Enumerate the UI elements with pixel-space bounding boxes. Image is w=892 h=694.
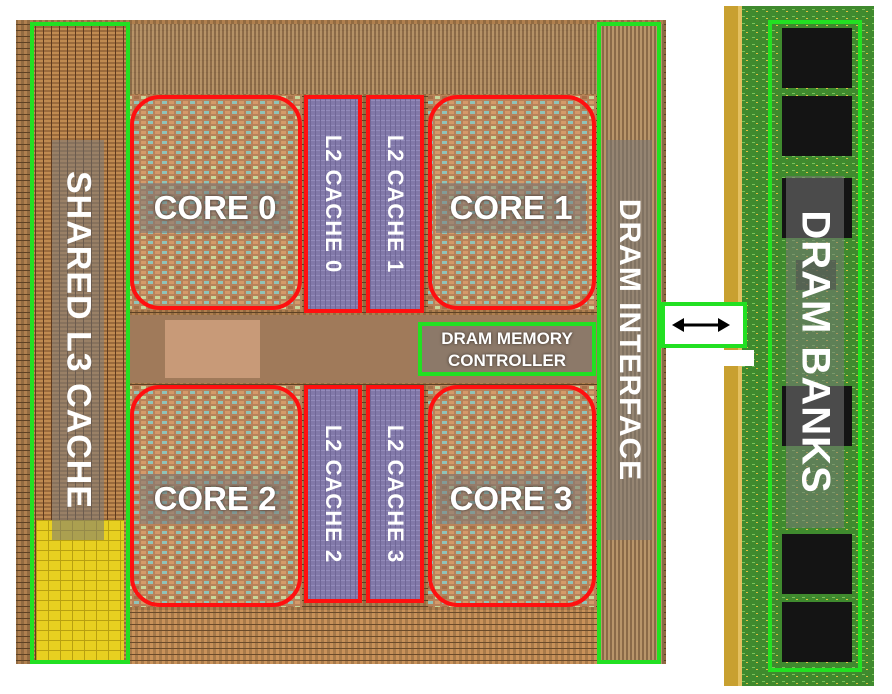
shared-l3-label: SHARED L3 CACHE bbox=[59, 170, 98, 510]
dram-interface-backdrop: DRAM INTERFACE bbox=[606, 140, 652, 540]
l2-cache-0: L2 CACHE 0 bbox=[304, 95, 362, 313]
core-2-label: CORE 2 bbox=[140, 474, 290, 524]
core-1 bbox=[428, 95, 596, 310]
dram-banks-region bbox=[768, 20, 862, 672]
memory-controller-line-2: CONTROLLER bbox=[447, 351, 567, 370]
shared-l3-backdrop: SHARED L3 CACHE bbox=[52, 140, 104, 540]
core-1-label: CORE 1 bbox=[436, 183, 586, 233]
l2-cache-2-label: L2 CACHE 2 bbox=[321, 424, 346, 564]
core-0-label: CORE 0 bbox=[140, 183, 290, 233]
dram-interface-region bbox=[597, 22, 661, 664]
dram-memory-controller: DRAM MEMORY CONTROLLER bbox=[418, 322, 596, 376]
l2-cache-3: L2 CACHE 3 bbox=[366, 385, 424, 603]
l2-cache-2: L2 CACHE 2 bbox=[304, 385, 362, 603]
double-arrow-icon bbox=[672, 318, 730, 332]
l2-cache-3-label: L2 CACHE 3 bbox=[383, 424, 408, 564]
core-3-label: CORE 3 bbox=[436, 474, 586, 524]
dram-banks-backdrop: DRAM BANKS bbox=[786, 176, 844, 528]
dram-banks-label: DRAM BANKS bbox=[793, 210, 838, 494]
memory-controller-line-1: DRAM MEMORY bbox=[441, 329, 573, 348]
dram-interface-label: DRAM INTERFACE bbox=[613, 198, 646, 482]
l2-cache-1-label: L2 CACHE 1 bbox=[383, 134, 408, 274]
l2-cache-0-label: L2 CACHE 0 bbox=[321, 134, 346, 274]
core-3 bbox=[428, 385, 596, 607]
core-0 bbox=[130, 95, 302, 310]
core-2 bbox=[130, 385, 302, 607]
l2-cache-1: L2 CACHE 1 bbox=[366, 95, 424, 313]
shared-l3-cache-region bbox=[30, 22, 130, 664]
